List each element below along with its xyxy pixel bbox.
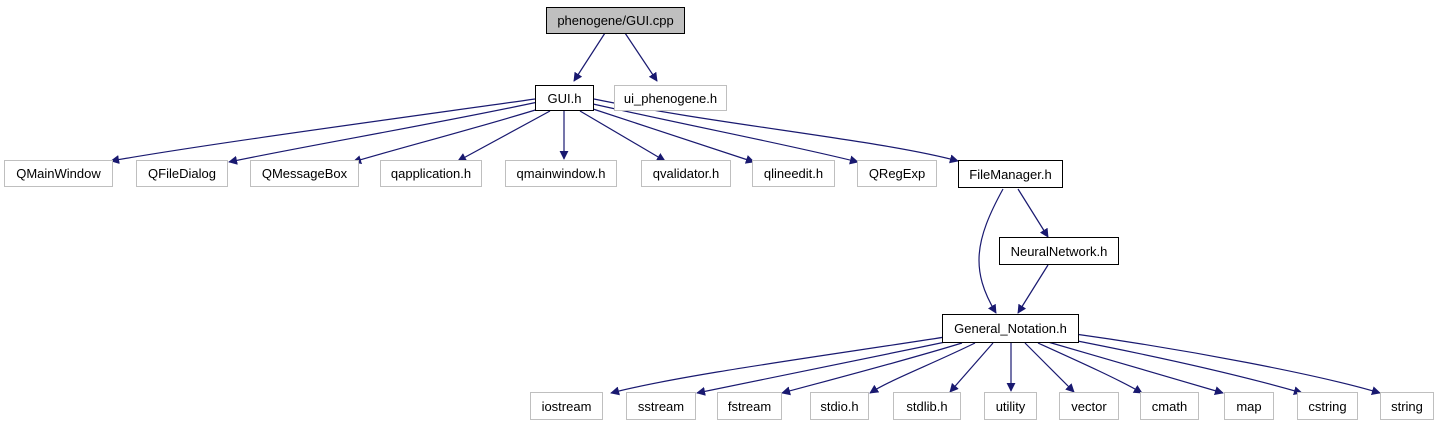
edge-gui-qapplication xyxy=(457,110,551,162)
node-sstream[interactable]: sstream xyxy=(626,392,696,420)
node-string[interactable]: string xyxy=(1380,392,1434,420)
edge-gn-cmath xyxy=(1037,342,1143,394)
node-cstring[interactable]: cstring xyxy=(1297,392,1358,420)
node-qvalidator-h[interactable]: qvalidator.h xyxy=(641,160,731,187)
edge-neuralnetwork-general-notation xyxy=(1017,264,1049,314)
node-general-notation-h[interactable]: General_Notation.h xyxy=(942,314,1079,343)
edge-root-ui-phenogene-h xyxy=(624,32,658,82)
edge-root-gui-h xyxy=(573,32,606,82)
node-qmainwindow[interactable]: QMainWindow xyxy=(4,160,113,187)
edge-gn-iostream xyxy=(610,336,946,396)
node-neuralnetwork-h[interactable]: NeuralNetwork.h xyxy=(999,237,1119,265)
edge-gn-fstream xyxy=(781,342,963,396)
node-stdlib-h[interactable]: stdlib.h xyxy=(893,392,961,420)
node-vector[interactable]: vector xyxy=(1059,392,1119,420)
edge-gui-qmessagebox xyxy=(352,107,543,165)
edge-filemanager-general-notation xyxy=(978,188,1004,314)
node-ui-phenogene-h[interactable]: ui_phenogene.h xyxy=(614,85,727,111)
node-fstream[interactable]: fstream xyxy=(717,392,782,420)
edge-gn-cstring xyxy=(1061,337,1303,396)
edge-gui-qfiledialog xyxy=(228,101,539,165)
edge-filemanager-neuralnetwork xyxy=(1017,188,1049,238)
edge-gn-sstream xyxy=(696,339,956,396)
node-map[interactable]: map xyxy=(1224,392,1274,420)
node-cmath[interactable]: cmath xyxy=(1140,392,1199,420)
node-gui-h[interactable]: GUI.h xyxy=(535,85,594,111)
edge-gn-vector xyxy=(1024,342,1075,393)
node-qregexp[interactable]: QRegExp xyxy=(857,160,937,187)
edge-gui-qmainwindow xyxy=(110,98,536,164)
node-qfiledialog[interactable]: QFileDialog xyxy=(136,160,228,187)
node-qlineedit-h[interactable]: qlineedit.h xyxy=(752,160,835,187)
node-filemanager-h[interactable]: FileManager.h xyxy=(958,160,1063,188)
edge-gn-string xyxy=(1074,333,1381,395)
edge-gui-qvalidator xyxy=(579,110,666,162)
node-iostream[interactable]: iostream xyxy=(530,392,603,420)
node-stdio-h[interactable]: stdio.h xyxy=(810,392,869,420)
edge-gn-stdlib xyxy=(949,342,994,393)
node-utility[interactable]: utility xyxy=(984,392,1037,420)
edge-gui-qlineedit xyxy=(589,107,755,164)
node-qapplication-h[interactable]: qapplication.h xyxy=(380,160,482,187)
node-qmessagebox[interactable]: QMessageBox xyxy=(250,160,359,187)
node-root-gui-cpp[interactable]: phenogene/GUI.cpp xyxy=(546,7,685,34)
node-qmainwindow-h[interactable]: qmainwindow.h xyxy=(505,160,617,187)
edge-gn-map xyxy=(1047,341,1224,395)
edge-gui-qregexp xyxy=(592,103,859,165)
edge-gn-stdio xyxy=(869,342,976,394)
